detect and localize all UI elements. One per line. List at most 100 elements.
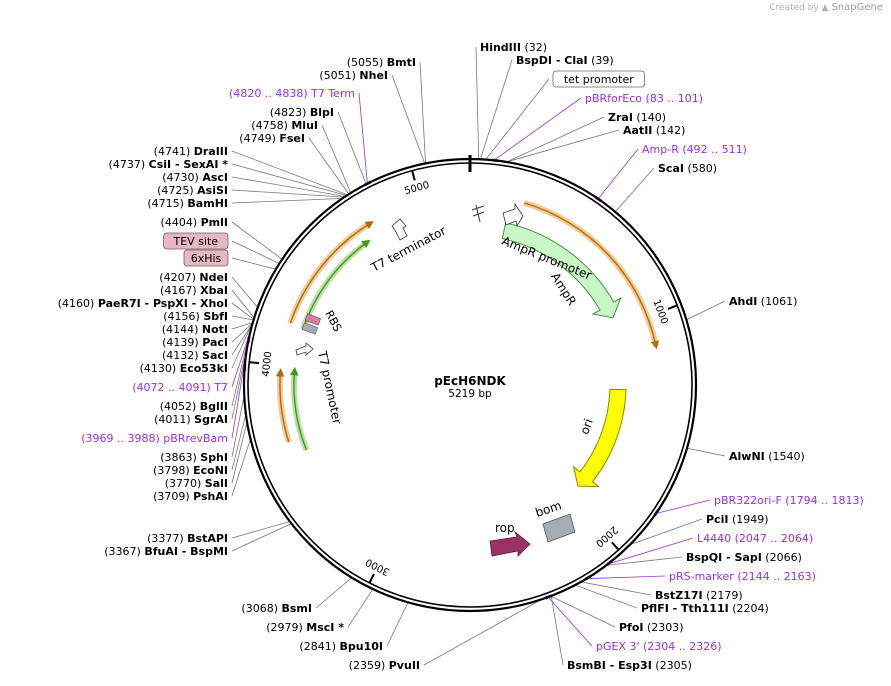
- enzyme-label-pvuii[interactable]: (2359) PvuII: [349, 659, 420, 672]
- enzyme-label-csii[interactable]: (4737) CsiI - SexAI *: [109, 158, 229, 171]
- ampr-arc[interactable]: [501, 222, 622, 319]
- primer-label-amp-r[interactable]: Amp-R (492 .. 511): [642, 143, 747, 156]
- label-text: PfoI (2303): [619, 621, 684, 634]
- feature-tag-tet-promoter[interactable]: tet promoter: [552, 70, 645, 88]
- leader-bsmi: [315, 577, 352, 609]
- primer-label-pgex-3[interactable]: pGEX 3' (2304 .. 2326): [596, 640, 722, 653]
- leader-hindiii: [475, 46, 480, 159]
- enzyme-label-ndei[interactable]: (4207) NdeI: [159, 271, 228, 284]
- site-position: (4715): [147, 197, 187, 210]
- site-name: pBR322ori-F: [714, 494, 782, 507]
- rop-feature[interactable]: rop: [489, 521, 531, 557]
- site-position: (4156): [163, 310, 203, 323]
- enzyme-label-xbai[interactable]: (4167) XbaI: [160, 284, 228, 297]
- label-text: (2841) Bpu10I: [299, 640, 383, 653]
- primer-label-pbr322ori-f[interactable]: pBR322ori-F (1794 .. 1813): [714, 494, 864, 507]
- enzyme-label-econi[interactable]: (3798) EcoNI: [153, 464, 228, 477]
- enzyme-label-bglii[interactable]: (4052) BglII: [160, 400, 228, 413]
- enzyme-label-sphi[interactable]: (3863) SphI: [160, 451, 228, 464]
- enzyme-label-pflfi[interactable]: PflFI - Tth111I (2204): [641, 602, 769, 615]
- enzyme-label-scai[interactable]: ScaI (580): [658, 162, 717, 175]
- leader-eco53ki: [231, 326, 251, 369]
- leader-pshai: [231, 440, 251, 497]
- primer-label-t7[interactable]: (4072 .. 4091) T7: [132, 381, 228, 394]
- site-position: (2303): [644, 621, 684, 634]
- enzyme-label-bstapi[interactable]: (3377) BstAPI: [147, 532, 228, 545]
- feature-tag-6xhis[interactable]: 6xHis: [183, 249, 229, 267]
- site-name: HindIII: [480, 41, 521, 54]
- enzyme-label-noti[interactable]: (4144) NotI: [162, 323, 228, 336]
- site-name: ScaI: [658, 162, 684, 175]
- primer-label-l4440[interactable]: L4440 (2047 .. 2064): [697, 532, 813, 545]
- leader-bstz17i: [582, 581, 652, 596]
- site-name: AatII: [623, 124, 652, 137]
- enzyme-label-asisi[interactable]: (4725) AsiSI: [157, 184, 228, 197]
- site-position: (2047 .. 2064): [731, 532, 813, 545]
- site-name: ZraI: [608, 111, 633, 124]
- site-position: (1949): [728, 513, 768, 526]
- enzyme-label-paer7i[interactable]: (4160) PaeR7I - PspXI - XhoI: [58, 297, 228, 310]
- site-position: (4749): [239, 132, 279, 145]
- enzyme-label-blpi[interactable]: (4823) BlpI: [270, 106, 334, 119]
- enzyme-label-zrai[interactable]: ZraI (140): [608, 111, 666, 124]
- enzyme-label-sbfi[interactable]: (4156) SbfI: [163, 310, 228, 323]
- enzyme-label-paci[interactable]: (4139) PacI: [162, 336, 228, 349]
- enzyme-label-sali[interactable]: (3770) SalI: [165, 477, 228, 490]
- enzyme-label-asci[interactable]: (4730) AscI: [162, 171, 228, 184]
- leader-sgrai: [231, 358, 245, 420]
- site-name: BspDI: [516, 54, 552, 67]
- enzyme-label-bspdi[interactable]: BspDI - ClaI (39): [516, 54, 614, 67]
- enzyme-label-eco53ki[interactable]: (4130) Eco53kI: [140, 362, 228, 375]
- enzyme-label-pmli[interactable]: (4404) PmlI: [161, 216, 228, 229]
- label-text: (3969 .. 3988) pBRrevBam: [81, 432, 228, 445]
- enzyme-label-saci[interactable]: (4132) SacI: [162, 349, 228, 362]
- feature-tag-tev-site[interactable]: TEV site: [163, 232, 229, 250]
- leader-asci: [231, 176, 345, 197]
- label-text: (2979) MscI *: [266, 621, 344, 634]
- enzyme-label-fsei[interactable]: (4749) FseI: [239, 132, 305, 145]
- rbs-label: RBS: [322, 308, 344, 334]
- tag-box: [183, 249, 229, 267]
- enzyme-label-pcii[interactable]: PciI (1949): [706, 513, 769, 526]
- label-text: (4725) AsiSI: [157, 184, 228, 197]
- enzyme-label-msci[interactable]: (2979) MscI *: [266, 621, 344, 634]
- primer-label-pbrrevbam[interactable]: (3969 .. 3988) pBRrevBam: [81, 432, 228, 445]
- enzyme-label-nhei[interactable]: (5051) NheI: [319, 69, 388, 82]
- leader-tet-promoter: [486, 78, 550, 159]
- leader-blpi: [337, 111, 367, 184]
- enzyme-label-bfuai[interactable]: (3367) BfuAI - BspMI: [104, 545, 228, 558]
- t7-terminator-feature[interactable]: T7 terminator: [368, 218, 448, 275]
- enzyme-label-bstz17i[interactable]: BstZ17I (2179): [655, 589, 743, 602]
- enzyme-label-bpu10i[interactable]: (2841) Bpu10I: [299, 640, 383, 653]
- site-position: (2204): [729, 602, 769, 615]
- site-position: (3770): [165, 477, 205, 490]
- enzyme-label-alwni[interactable]: AlwNI (1540): [729, 450, 805, 463]
- primer-label-prs-marker[interactable]: pRS-marker (2144 .. 2163): [669, 570, 816, 583]
- enzyme-label-bsmi[interactable]: (3068) BsmI: [241, 602, 312, 615]
- enzyme-label-sgrai[interactable]: (4011) SgrAI: [154, 413, 228, 426]
- ori-arc[interactable]: [572, 388, 627, 488]
- t7-promoter-label: T7 promoter: [315, 349, 344, 426]
- label-text: (4730) AscI: [162, 171, 228, 184]
- enzyme-label-bamhi[interactable]: (4715) BamHI: [147, 197, 228, 210]
- snapgene-watermark: Created by ▲ SnapGene: [769, 2, 883, 13]
- enzyme-label-pfoi[interactable]: PfoI (2303): [619, 621, 684, 634]
- enzyme-label-bspqi[interactable]: BspQI - SapI (2066): [686, 551, 802, 564]
- enzyme-label-hindiii[interactable]: HindIII (32): [480, 41, 547, 54]
- enzyme-label-ahdi[interactable]: AhdI (1061): [729, 295, 797, 308]
- bom-label: bom: [534, 498, 564, 520]
- enzyme-label-mlui[interactable]: (4758) MluI: [251, 119, 318, 132]
- site-name: EcoNI: [193, 464, 228, 477]
- enzyme-label-bmti[interactable]: (5055) BmtI: [347, 56, 416, 69]
- leader-asisi: [231, 189, 343, 198]
- primer-label-t7-term[interactable]: (4820 .. 4838) T7 Term: [229, 87, 355, 100]
- enzyme-label-draiii[interactable]: (4741) DraIII: [154, 145, 228, 158]
- enzyme-label-pshai[interactable]: (3709) PshAI: [153, 490, 228, 503]
- enzyme-label-aatii[interactable]: AatII (142): [623, 124, 685, 137]
- t7-promoter-feature[interactable]: T7 promoter: [295, 342, 344, 426]
- enzyme-label-bsmbi[interactable]: BsmBI - Esp3I (2305): [567, 659, 692, 672]
- site-name: BfuAI: [144, 545, 178, 558]
- site-name: T7: [213, 381, 228, 394]
- bom-feature[interactable]: bom: [534, 498, 576, 543]
- primer-label-pbrforeco[interactable]: pBRforEco (83 .. 101): [585, 92, 703, 105]
